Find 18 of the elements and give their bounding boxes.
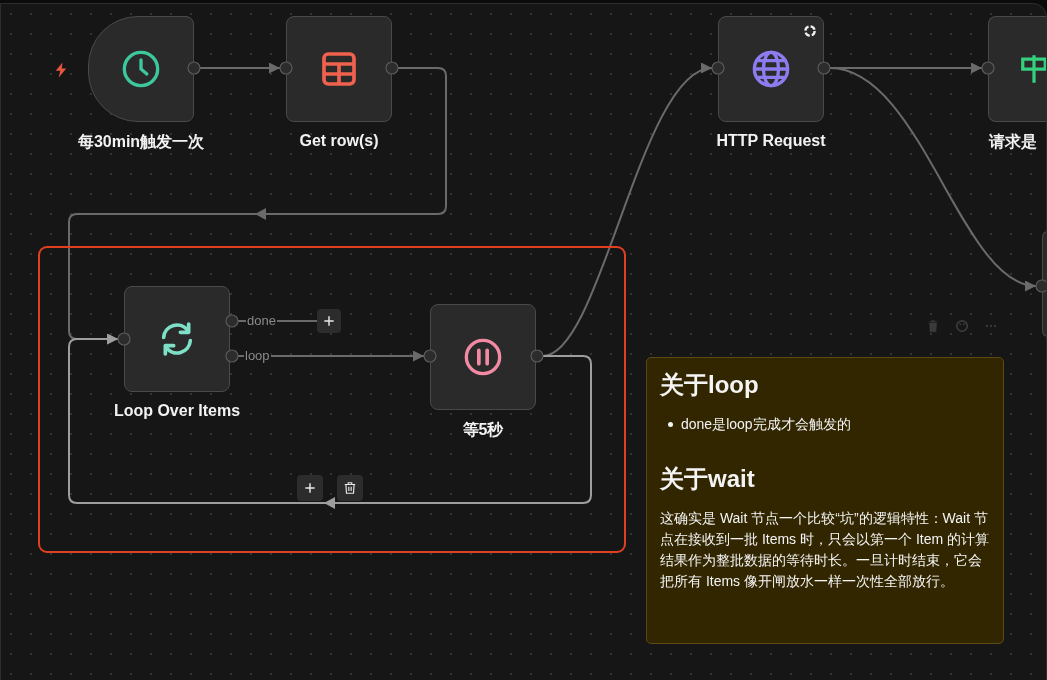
group-frame bbox=[38, 246, 626, 553]
bullet-item: done是loop完成才会触发的 bbox=[681, 415, 852, 434]
add-button bbox=[297, 475, 323, 501]
node-label: HTTP Request bbox=[715, 132, 827, 150]
connector-arrow bbox=[829, 67, 1037, 289]
connector-arrow bbox=[199, 62, 281, 74]
node-label: Get row(s) bbox=[298, 132, 380, 150]
sticky-note bbox=[646, 357, 1004, 644]
add-button bbox=[317, 309, 341, 333]
connector-arrow bbox=[68, 333, 592, 509]
note-paragraph: 这确实是 Wait 节点一个比较“坑”的逻辑特性：Wait 节点在接收到一批 Items 时，只会以第一个 Item 的计算结果作为整批数据的等待时长。一旦计时结束，它会把所有 Items 像开闸放水一样一次性全部放行。 bbox=[660, 509, 990, 591]
node-label: 请求是 bbox=[989, 132, 1037, 152]
delete-button bbox=[337, 475, 363, 501]
node-label: 等5秒 bbox=[461, 420, 505, 440]
node-label: 每30min触发一次 bbox=[76, 132, 206, 152]
note-heading: 关于wait bbox=[660, 464, 756, 494]
note-heading: 关于loop bbox=[660, 370, 760, 400]
node-label: Loop Over Items bbox=[112, 402, 242, 420]
